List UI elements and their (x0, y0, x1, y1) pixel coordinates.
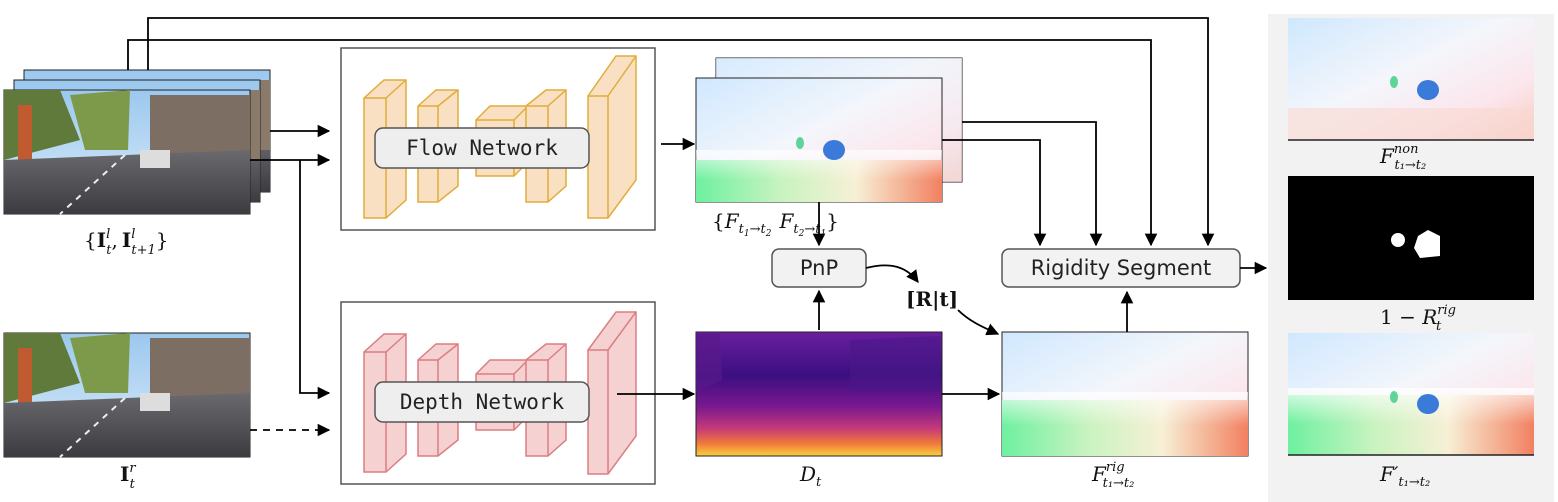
svg-text:F′t₁→t₂: F′t₁→t₂ (1379, 462, 1430, 490)
nonrigid-flow-map (1288, 18, 1534, 141)
street-image-right (3, 332, 251, 458)
depth-network-label-box (374, 381, 590, 423)
depth-network: Depth Network (340, 301, 656, 485)
svg-text:[R|t]: [R|t] (906, 287, 958, 311)
flow-network: Flow Network (340, 47, 656, 231)
depth-network-label: Depth Network (400, 390, 565, 414)
label-final-flow: F′t₁→t₂ (1379, 462, 1430, 490)
pnp-node: PnP (771, 248, 867, 288)
street-image-front (3, 89, 251, 215)
pnp-label: PnP (800, 256, 838, 280)
depth-map (695, 331, 943, 457)
svg-text:{Ilt,Ilt+1}: {Ilt,Ilt+1} (84, 227, 169, 258)
svg-text:{Ft1→t2Ft2→t1}: {Ft1→t2Ft2→t1} (712, 209, 839, 239)
rigidity-mask (1288, 176, 1534, 300)
svg-text:Dt: Dt (799, 462, 822, 490)
input-left-stack (3, 69, 271, 215)
arrows (127, 17, 1268, 437)
rigidity-segment-label: Rigidity Segment (1031, 256, 1212, 280)
rigid-flow-map (1001, 331, 1249, 457)
svg-text:Irt: Irt (120, 461, 136, 492)
flow-network-label: Flow Network (406, 136, 558, 160)
label-pose: [R|t] (906, 287, 958, 311)
label-depth: Dt (799, 462, 822, 490)
label-flows: {Ft1→t2Ft2→t1} (712, 209, 839, 239)
final-flow-map (1288, 333, 1534, 456)
rigidity-segment-node: Rigidity Segment (1001, 248, 1241, 288)
flow-network-label-box (374, 127, 590, 169)
flow-map-stack (695, 57, 963, 203)
